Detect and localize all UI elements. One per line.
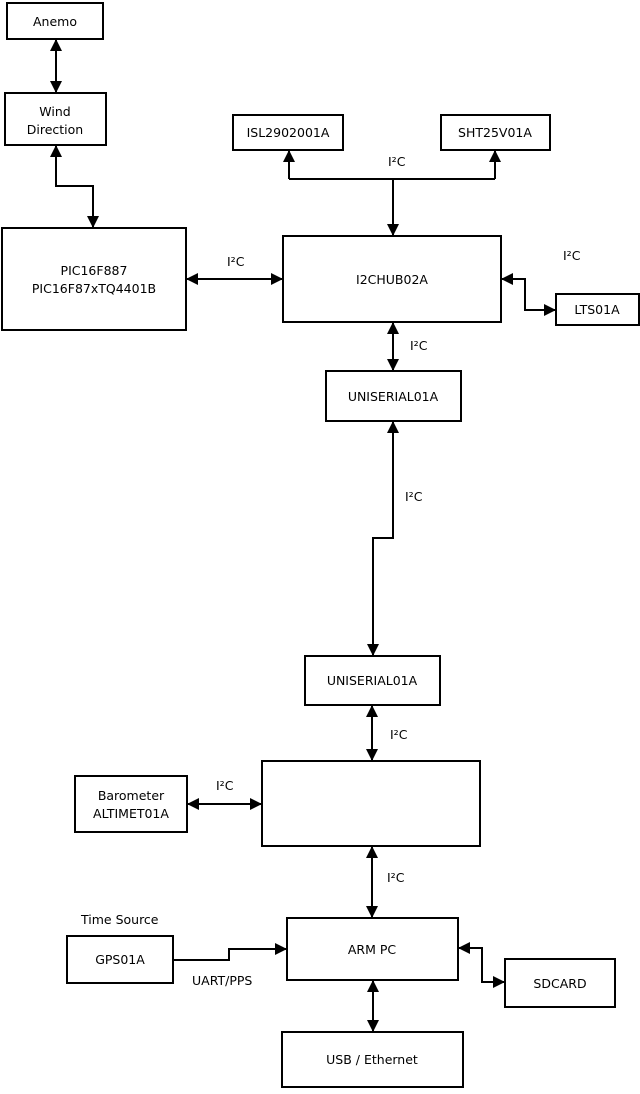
edge-wind-pic: [50, 145, 99, 228]
node-uniserial-2-label: UNISERIAL01A: [327, 673, 418, 688]
node-sht-sensor: SHT25V01A: [440, 114, 551, 151]
node-isl-sensor-label: ISL2902001A: [247, 125, 330, 140]
node-isl-sensor: ISL2902001A: [232, 114, 344, 151]
node-wind-direction: Wind Direction: [4, 92, 107, 146]
label-i2c-hub1-lts: I²C: [563, 248, 581, 263]
node-arm-pc: ARM PC: [286, 917, 459, 981]
node-pic-controller-box: [1, 227, 187, 331]
edge-gps-armpc: [173, 943, 287, 961]
node-usb-ethernet: USB / Ethernet: [281, 1031, 464, 1088]
node-sht-sensor-label: SHT25V01A: [458, 125, 532, 140]
label-i2c-pic-hub1: I²C: [227, 254, 245, 269]
node-usb-ethernet-box: [281, 1031, 464, 1088]
node-uniserial-1-label: UNISERIAL01A: [348, 389, 439, 404]
edge-uniserial1-uniserial2: [367, 421, 399, 656]
node-i2c-hub-1-label: I2CHUB02A: [356, 272, 428, 287]
node-i2c-hub-2: [261, 760, 481, 847]
label-i2c-uniserial-link: I²C: [405, 489, 423, 504]
label-i2c-uniserial2-hub2: I²C: [390, 727, 408, 742]
node-anemo-label: Anemo: [33, 14, 77, 29]
node-gps-box: [66, 935, 174, 984]
label-i2c-hub2-armpc: I²C: [387, 870, 405, 885]
node-wind-direction-label-line1: Wind: [39, 104, 70, 119]
node-barometer-label-line2: ALTIMET01A: [93, 806, 169, 821]
node-usb-ethernet-label: USB / Ethernet: [326, 1052, 418, 1067]
node-arm-pc-label: ARM PC: [348, 942, 397, 957]
edge-hub1-lts: [501, 273, 556, 316]
node-barometer: Barometer ALTIMET01A: [74, 775, 188, 833]
node-gps: GPS01A: [66, 935, 174, 984]
node-sdcard: SDCARD: [504, 958, 616, 1008]
node-pic-controller: PIC16F887 PIC16F87xTQ4401B: [1, 227, 187, 331]
node-sdcard-label: SDCARD: [533, 976, 586, 991]
label-i2c-barometer-hub2: I²C: [216, 778, 234, 793]
label-i2c-top: I²C: [388, 154, 406, 169]
node-lts-sensor: LTS01A: [555, 293, 640, 326]
node-lts-sensor-box: [555, 293, 640, 326]
node-gps-label: GPS01A: [95, 952, 145, 967]
node-pic-controller-label-line2: PIC16F87xTQ4401B: [32, 281, 156, 296]
node-wind-direction-box: [4, 92, 107, 146]
node-uniserial-1: UNISERIAL01A: [325, 370, 462, 422]
node-i2c-hub-1: I2CHUB02A: [282, 235, 502, 323]
node-uniserial-2: UNISERIAL01A: [304, 655, 441, 706]
label-i2c-hub1-uniserial1: I²C: [410, 338, 428, 353]
node-wind-direction-label-line2: Direction: [27, 122, 83, 137]
node-barometer-label-line1: Barometer: [98, 788, 165, 803]
label-uart-pps: UART/PPS: [192, 973, 252, 988]
node-lts-sensor-label: LTS01A: [574, 302, 620, 317]
node-pic-controller-label-line1: PIC16F887: [61, 263, 128, 278]
node-barometer-box: [74, 775, 188, 833]
node-uniserial-1-box: [325, 370, 462, 422]
label-time-source: Time Source: [80, 912, 159, 927]
node-i2c-hub-2-box: [261, 760, 481, 847]
node-anemo: Anemo: [6, 2, 104, 40]
edge-armpc-sdcard: [458, 942, 505, 988]
